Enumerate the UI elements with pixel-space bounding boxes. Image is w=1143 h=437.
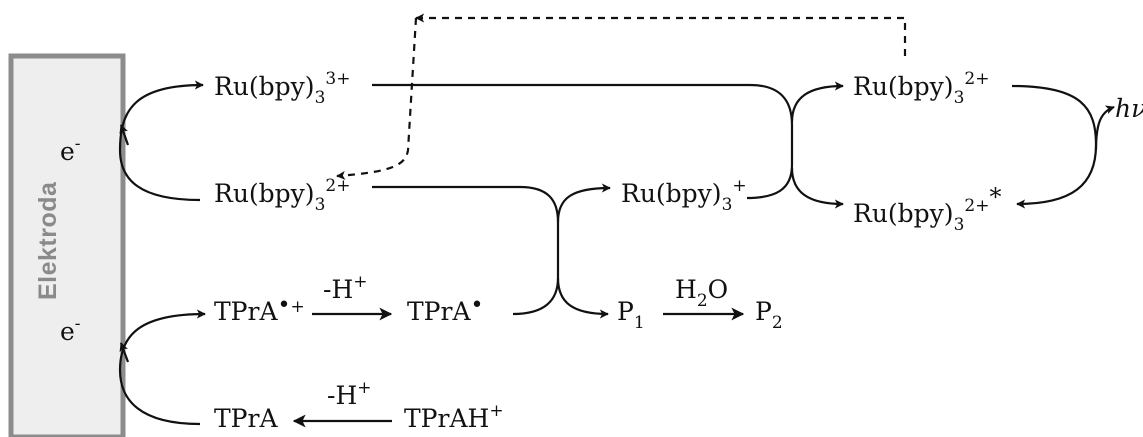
arrow-excited-to-ground — [1011, 84, 1098, 209]
species-p2: P2 — [755, 297, 783, 333]
arrow-to-electron-bottom — [119, 342, 130, 363]
line-ru3-to-crossing — [372, 83, 794, 200]
electrode-label: Elektroda — [34, 181, 62, 300]
label-water: H2O — [675, 275, 728, 311]
dashed-regeneration-arrow — [415, 13, 907, 56]
label-minus-h-plus-bottom: -H+ — [327, 378, 372, 410]
line-ru2-left-to-crossing — [372, 185, 560, 316]
electron-bottom: e- — [60, 314, 81, 346]
electrode-panel — [8, 53, 126, 437]
species-ru-bpy3-2plus-right: Ru(bpy)32+ — [853, 69, 989, 108]
dashed-regeneration-return — [336, 17, 418, 180]
arrow-to-light — [1094, 105, 1115, 151]
species-p1: P1 — [617, 297, 645, 333]
species-tpra-radical: TPrA• — [407, 293, 484, 326]
species-tpra: TPrA — [214, 404, 278, 433]
arrow-to-tpra-radical-cation — [118, 309, 206, 426]
electron-top: e- — [60, 134, 81, 166]
arrow-to-ru3 — [118, 80, 204, 202]
species-ru-bpy3-2plus-excited: Ru(bpy)32+* — [853, 183, 1001, 235]
species-tpra-radical-cation: TPrA•+ — [214, 293, 305, 326]
species-tprah-plus: TPrAH+ — [404, 401, 504, 433]
arrow-to-ru2-excited — [790, 167, 844, 209]
light-emission-label: hν — [1115, 94, 1143, 123]
species-ru-bpy3-plus: Ru(bpy)3+ — [621, 176, 747, 215]
arrow-to-ru1 — [556, 183, 611, 223]
arrow-to-electron-top — [119, 124, 130, 146]
species-ru-bpy3-2plus-left: Ru(bpy)32+ — [214, 176, 350, 215]
arrow-to-p1 — [556, 277, 609, 319]
arrow-to-ru2-right — [790, 81, 844, 123]
label-minus-h-plus-top: -H+ — [323, 272, 368, 304]
species-ru-bpy3-3plus: Ru(bpy)33+ — [214, 69, 350, 108]
